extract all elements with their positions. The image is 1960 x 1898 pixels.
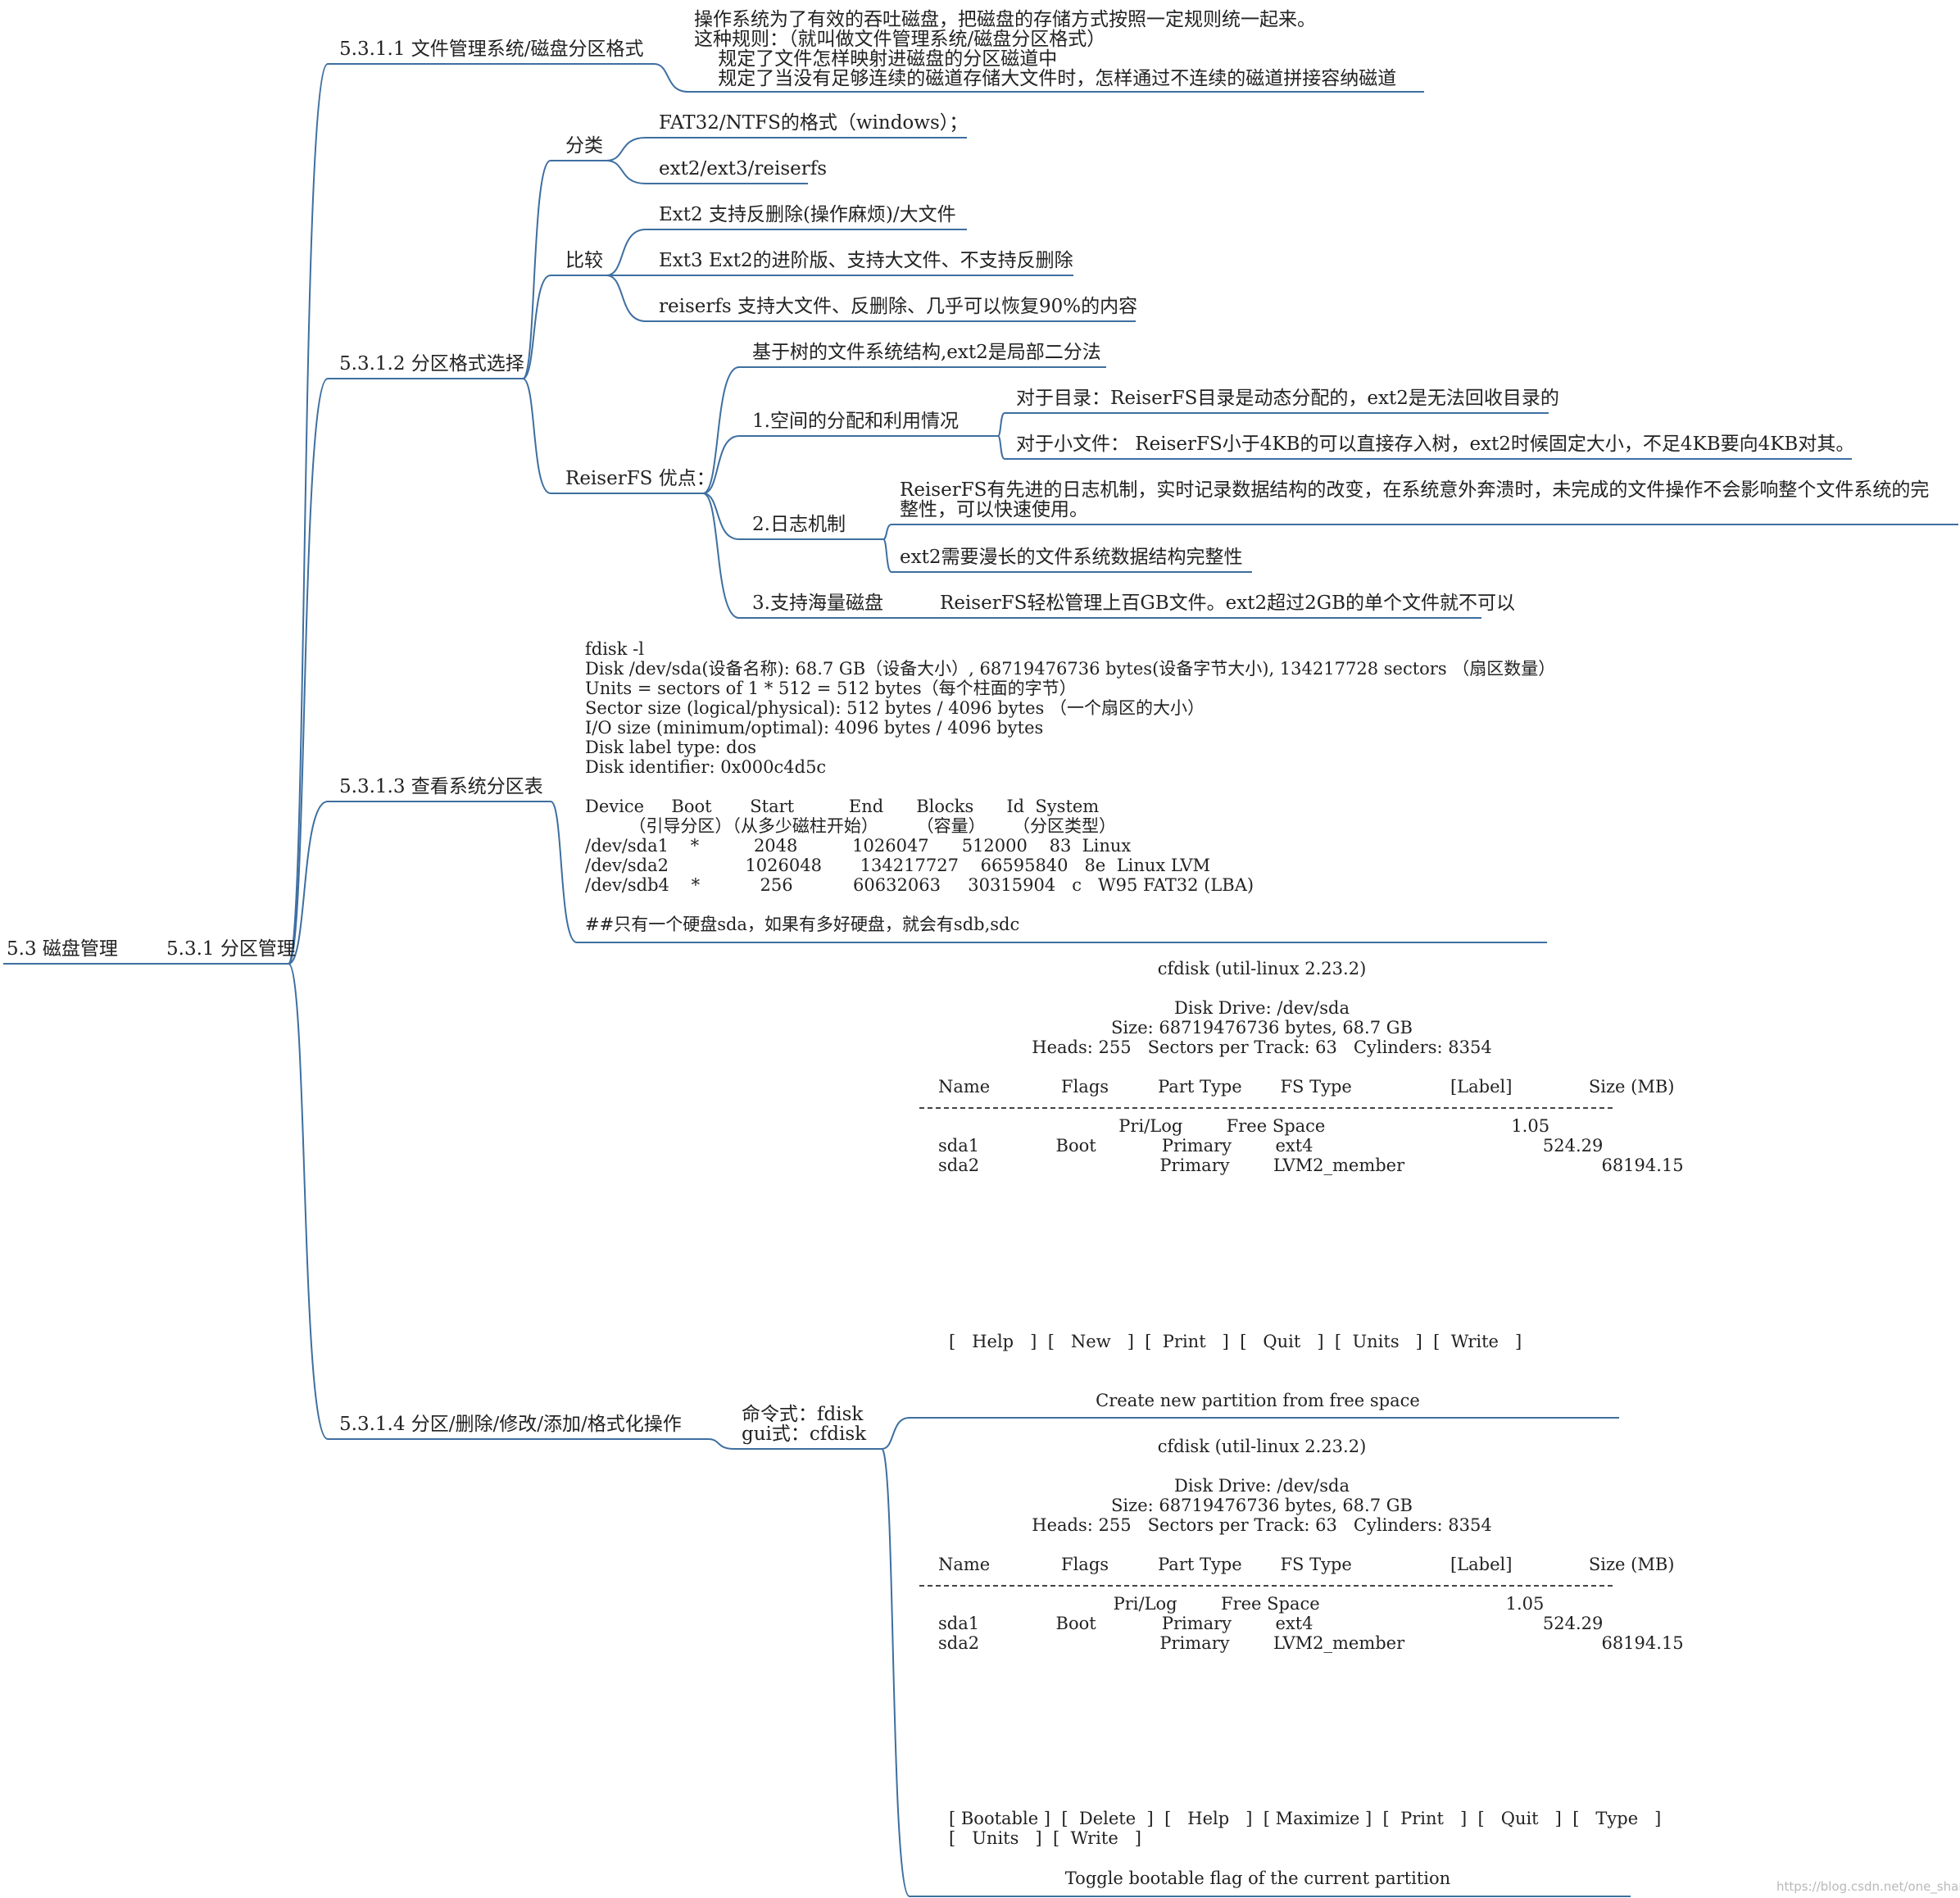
branch-fdisk-output: [550, 801, 1547, 943]
fdisk-line: /dev/sda1 * 2048 1026047 512000 83 Linux: [585, 836, 1132, 856]
space-directory: 对于目录：ReiserFS目录是动态分配的，ext2是无法回收目录的: [1016, 388, 1559, 409]
cfdisk2-header: cfdisk (util-linux 2.23.2)Disk Drive: /d…: [1032, 1437, 1492, 1535]
branch-log: [702, 493, 883, 540]
cfdisk1-rows: Pri/Log Free Space 1.05 sda1 Boot Primar…: [938, 1116, 1684, 1175]
branch-cmd: [707, 1438, 882, 1450]
leaf-space-1: [997, 412, 1549, 437]
fdisk-line: Sector size (logical/physical): 512 byte…: [585, 698, 1205, 718]
cfdisk2-rows: Pri/Log Free Space 1.05 sda1 Boot Primar…: [938, 1594, 1684, 1653]
node-5-3-1-4[interactable]: 5.3.1.4 分区/删除/修改/添加/格式化操作: [339, 1414, 682, 1435]
branch-s1: [288, 63, 654, 965]
node-5-3-1-2[interactable]: 5.3.1.2 分区格式选择: [339, 353, 524, 375]
leaf-cmp-1: [606, 229, 967, 276]
cmp-reiserfs: reiserfs 支持大文件、反删除、几乎可以恢复90%的内容: [659, 296, 1138, 317]
cat-ext: ext2/ext3/reiserfs: [659, 158, 828, 179]
log-ext2: ext2需要漫长的文件系统数据结构完整性: [900, 547, 1243, 568]
branch-category: [522, 160, 606, 379]
branch-mass: [702, 493, 1481, 619]
fdisk-line: （引导分区）（从多少磁柱开始） （容量） （分区类型）: [585, 816, 1117, 836]
node-mass-disk[interactable]: 3.支持海量磁盘: [752, 593, 883, 614]
fdisk-line: ##只有一个硬盘sda，如果有多好硬盘，就会有sdb,sdc: [585, 915, 1020, 934]
node-compare[interactable]: 比较: [565, 250, 603, 271]
cfdisk2-status: Toggle bootable flag of the current part…: [1064, 1868, 1451, 1888]
leaf-log-1: [882, 524, 1958, 540]
leaf-cat-2: [606, 160, 808, 184]
leaf-cfdisk-2: [881, 1448, 1631, 1897]
branch-space: [702, 435, 998, 494]
branch-s4: [288, 963, 708, 1440]
leaf-adv-tree: [702, 366, 1106, 494]
leaf-cmp-3: [606, 275, 1136, 322]
fdisk-line: [585, 777, 1555, 797]
branch-s1-text: [653, 63, 1424, 93]
s1-line-2: 这种规则：（就叫做文件管理系统/磁盘分区格式）: [694, 29, 1106, 50]
cfdisk1-header: cfdisk (util-linux 2.23.2)Disk Drive: /d…: [1032, 959, 1492, 1057]
fdisk-line: Disk /dev/sda(设备名称): 68.7 GB（设备大小）, 6871…: [585, 659, 1556, 679]
node-reiserfs-advantages[interactable]: ReiserFS 优点：: [565, 468, 715, 489]
fdisk-line: /dev/sda2 1026048 134217727 66595840 8e …: [585, 856, 1211, 875]
leaf-cfdisk-1: [881, 1417, 1619, 1450]
leaf-log-2: [882, 538, 1252, 573]
fdisk-line: Disk label type: dos: [585, 738, 757, 757]
node-space[interactable]: 1.空间的分配和利用情况: [752, 411, 959, 432]
branch-s3: [288, 801, 551, 965]
cfdisk1-status: Create new partition from free space: [1096, 1391, 1420, 1410]
fdisk-line: /dev/sdb4 * 256 60632063 30315904 c W95 …: [585, 875, 1254, 895]
cfdisk1-divider: [919, 1107, 1613, 1109]
fdisk-line: Units = sectors of 1 * 512 = 512 bytes（每…: [585, 679, 1077, 698]
fdisk-line: I/O size (minimum/optimal): 4096 bytes /…: [585, 718, 1044, 738]
watermark: https://blog.csdn.net/one_shan: [1776, 1879, 1960, 1894]
s1-line-4: 规定了当没有足够连续的磁道存储大文件时，怎样通过不连续的磁道拼接容纳磁道: [694, 68, 1397, 89]
node-category[interactable]: 分类: [565, 135, 603, 157]
cfdisk2-divider: [919, 1585, 1613, 1587]
cat-fat32-ntfs: FAT32/NTFS的格式（windows）；: [659, 112, 969, 134]
s1-line-1: 操作系统为了有效的吞吐磁盘，把磁盘的存储方式按照一定规则统一起来。: [694, 9, 1316, 30]
space-small-file: 对于小文件： ReiserFS小于4KB的可以直接存入树，ext2时候固定大小，…: [1016, 434, 1855, 455]
node-5-3-1-1[interactable]: 5.3.1.1 文件管理系统/磁盘分区格式: [339, 39, 644, 60]
cmp-ext2: Ext2 支持反删除(操作麻烦)/大文件: [659, 204, 956, 225]
s1-line-3: 规定了文件怎样映射进磁盘的分区磁道中: [694, 48, 1058, 70]
cfdisk1-columns: Name Flags Part Type FS Type [Label] Siz…: [938, 1077, 1675, 1097]
cfdisk2-menu[interactable]: [ Bootable ] [ Delete ] [ Help ] [ Maxim…: [949, 1809, 1662, 1848]
fdisk-line: Disk identifier: 0x000c4d5c: [585, 757, 827, 777]
leaf-space-2: [997, 435, 1852, 460]
branch-s2: [288, 378, 523, 965]
root-node[interactable]: 5.3 磁盘管理: [7, 938, 118, 960]
fdisk-line: fdisk -l: [585, 639, 644, 659]
node-log[interactable]: 2.日志机制: [752, 514, 846, 535]
adv-tree: 基于树的文件系统结构,ext2是局部二分法: [752, 342, 1101, 363]
fdisk-line: Device Boot Start End Blocks Id System: [585, 797, 1100, 816]
cfdisk2-columns: Name Flags Part Type FS Type [Label] Siz…: [938, 1555, 1675, 1574]
fdisk-line: [585, 895, 1555, 915]
log-line-2: 整性，可以快速使用。: [900, 499, 1088, 520]
cmp-ext3: Ext3 Ext2的进阶版、支持大文件、不支持反删除: [659, 250, 1073, 271]
cfdisk1-menu[interactable]: [ Help ] [ New ] [ Print ] [ Quit ] [ Un…: [949, 1332, 1522, 1351]
log-line-1: ReiserFS有先进的日志机制，实时记录数据结构的改变，在系统意外奔溃时，未完…: [900, 479, 1930, 501]
node-5-3-1-3[interactable]: 5.3.1.3 查看系统分区表: [339, 776, 543, 797]
mass-detail: ReiserFS轻松管理上百GB文件。ext2超过2GB的单个文件就不可以: [940, 593, 1516, 614]
branch-advantages: [522, 378, 703, 494]
cmd-cfdisk: gui式：cfdisk: [742, 1424, 867, 1445]
branch-compare: [522, 275, 606, 379]
leaf-cat-1: [606, 137, 967, 161]
node-5-3-1[interactable]: 5.3.1 分区管理: [166, 938, 296, 960]
cmd-fdisk: 命令式：fdisk: [742, 1404, 864, 1425]
